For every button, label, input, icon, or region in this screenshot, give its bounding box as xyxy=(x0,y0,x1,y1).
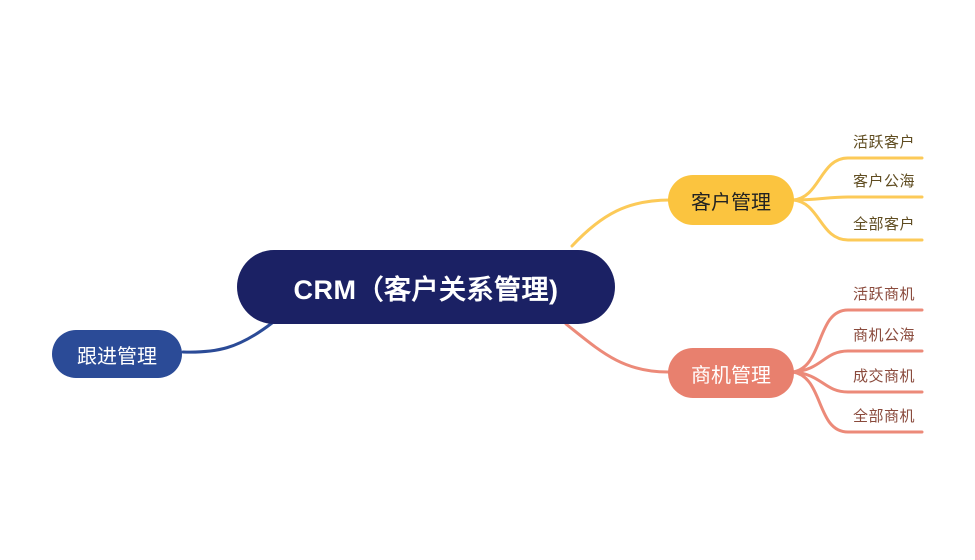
connector-root-customer xyxy=(570,198,672,248)
connector-customer-child-0 xyxy=(791,156,924,202)
subtopic-customer-2[interactable]: 全部客户 xyxy=(853,216,916,233)
connector-opportunity-child-2 xyxy=(791,370,924,394)
branch-topic-customer-label: 客户管理 xyxy=(691,191,771,214)
subtopic-customer-1[interactable]: 客户公海 xyxy=(853,173,916,190)
branch-topic-opportunity[interactable]: 商机管理 xyxy=(668,348,794,398)
connector-customer-child-1 xyxy=(791,195,924,202)
subtopic-opportunity-0[interactable]: 活跃商机 xyxy=(853,286,916,303)
connector-opportunity-child-0 xyxy=(791,308,924,374)
connector-opportunity-child-3 xyxy=(791,370,924,434)
branch-topic-follow-up-label: 跟进管理 xyxy=(77,345,157,368)
subtopic-opportunity-2[interactable]: 成交商机 xyxy=(853,368,916,385)
branch-topic-follow-up[interactable]: 跟进管理 xyxy=(52,330,182,378)
root-topic[interactable]: CRM（客户关系管理) xyxy=(237,250,615,324)
connector-customer-child-2 xyxy=(791,198,924,242)
subtopic-opportunity-3[interactable]: 全部商机 xyxy=(853,408,916,425)
branch-topic-customer[interactable]: 客户管理 xyxy=(668,175,794,225)
subtopic-customer-0[interactable]: 活跃客户 xyxy=(853,134,916,151)
connector-root-opportunity xyxy=(564,322,670,374)
branch-topic-opportunity-label: 商机管理 xyxy=(691,364,771,387)
connector-opportunity-child-1 xyxy=(791,349,924,374)
connector-root-follow-up xyxy=(181,321,274,354)
root-topic-label: CRM（客户关系管理) xyxy=(293,274,559,305)
subtopic-opportunity-1[interactable]: 商机公海 xyxy=(853,327,916,344)
